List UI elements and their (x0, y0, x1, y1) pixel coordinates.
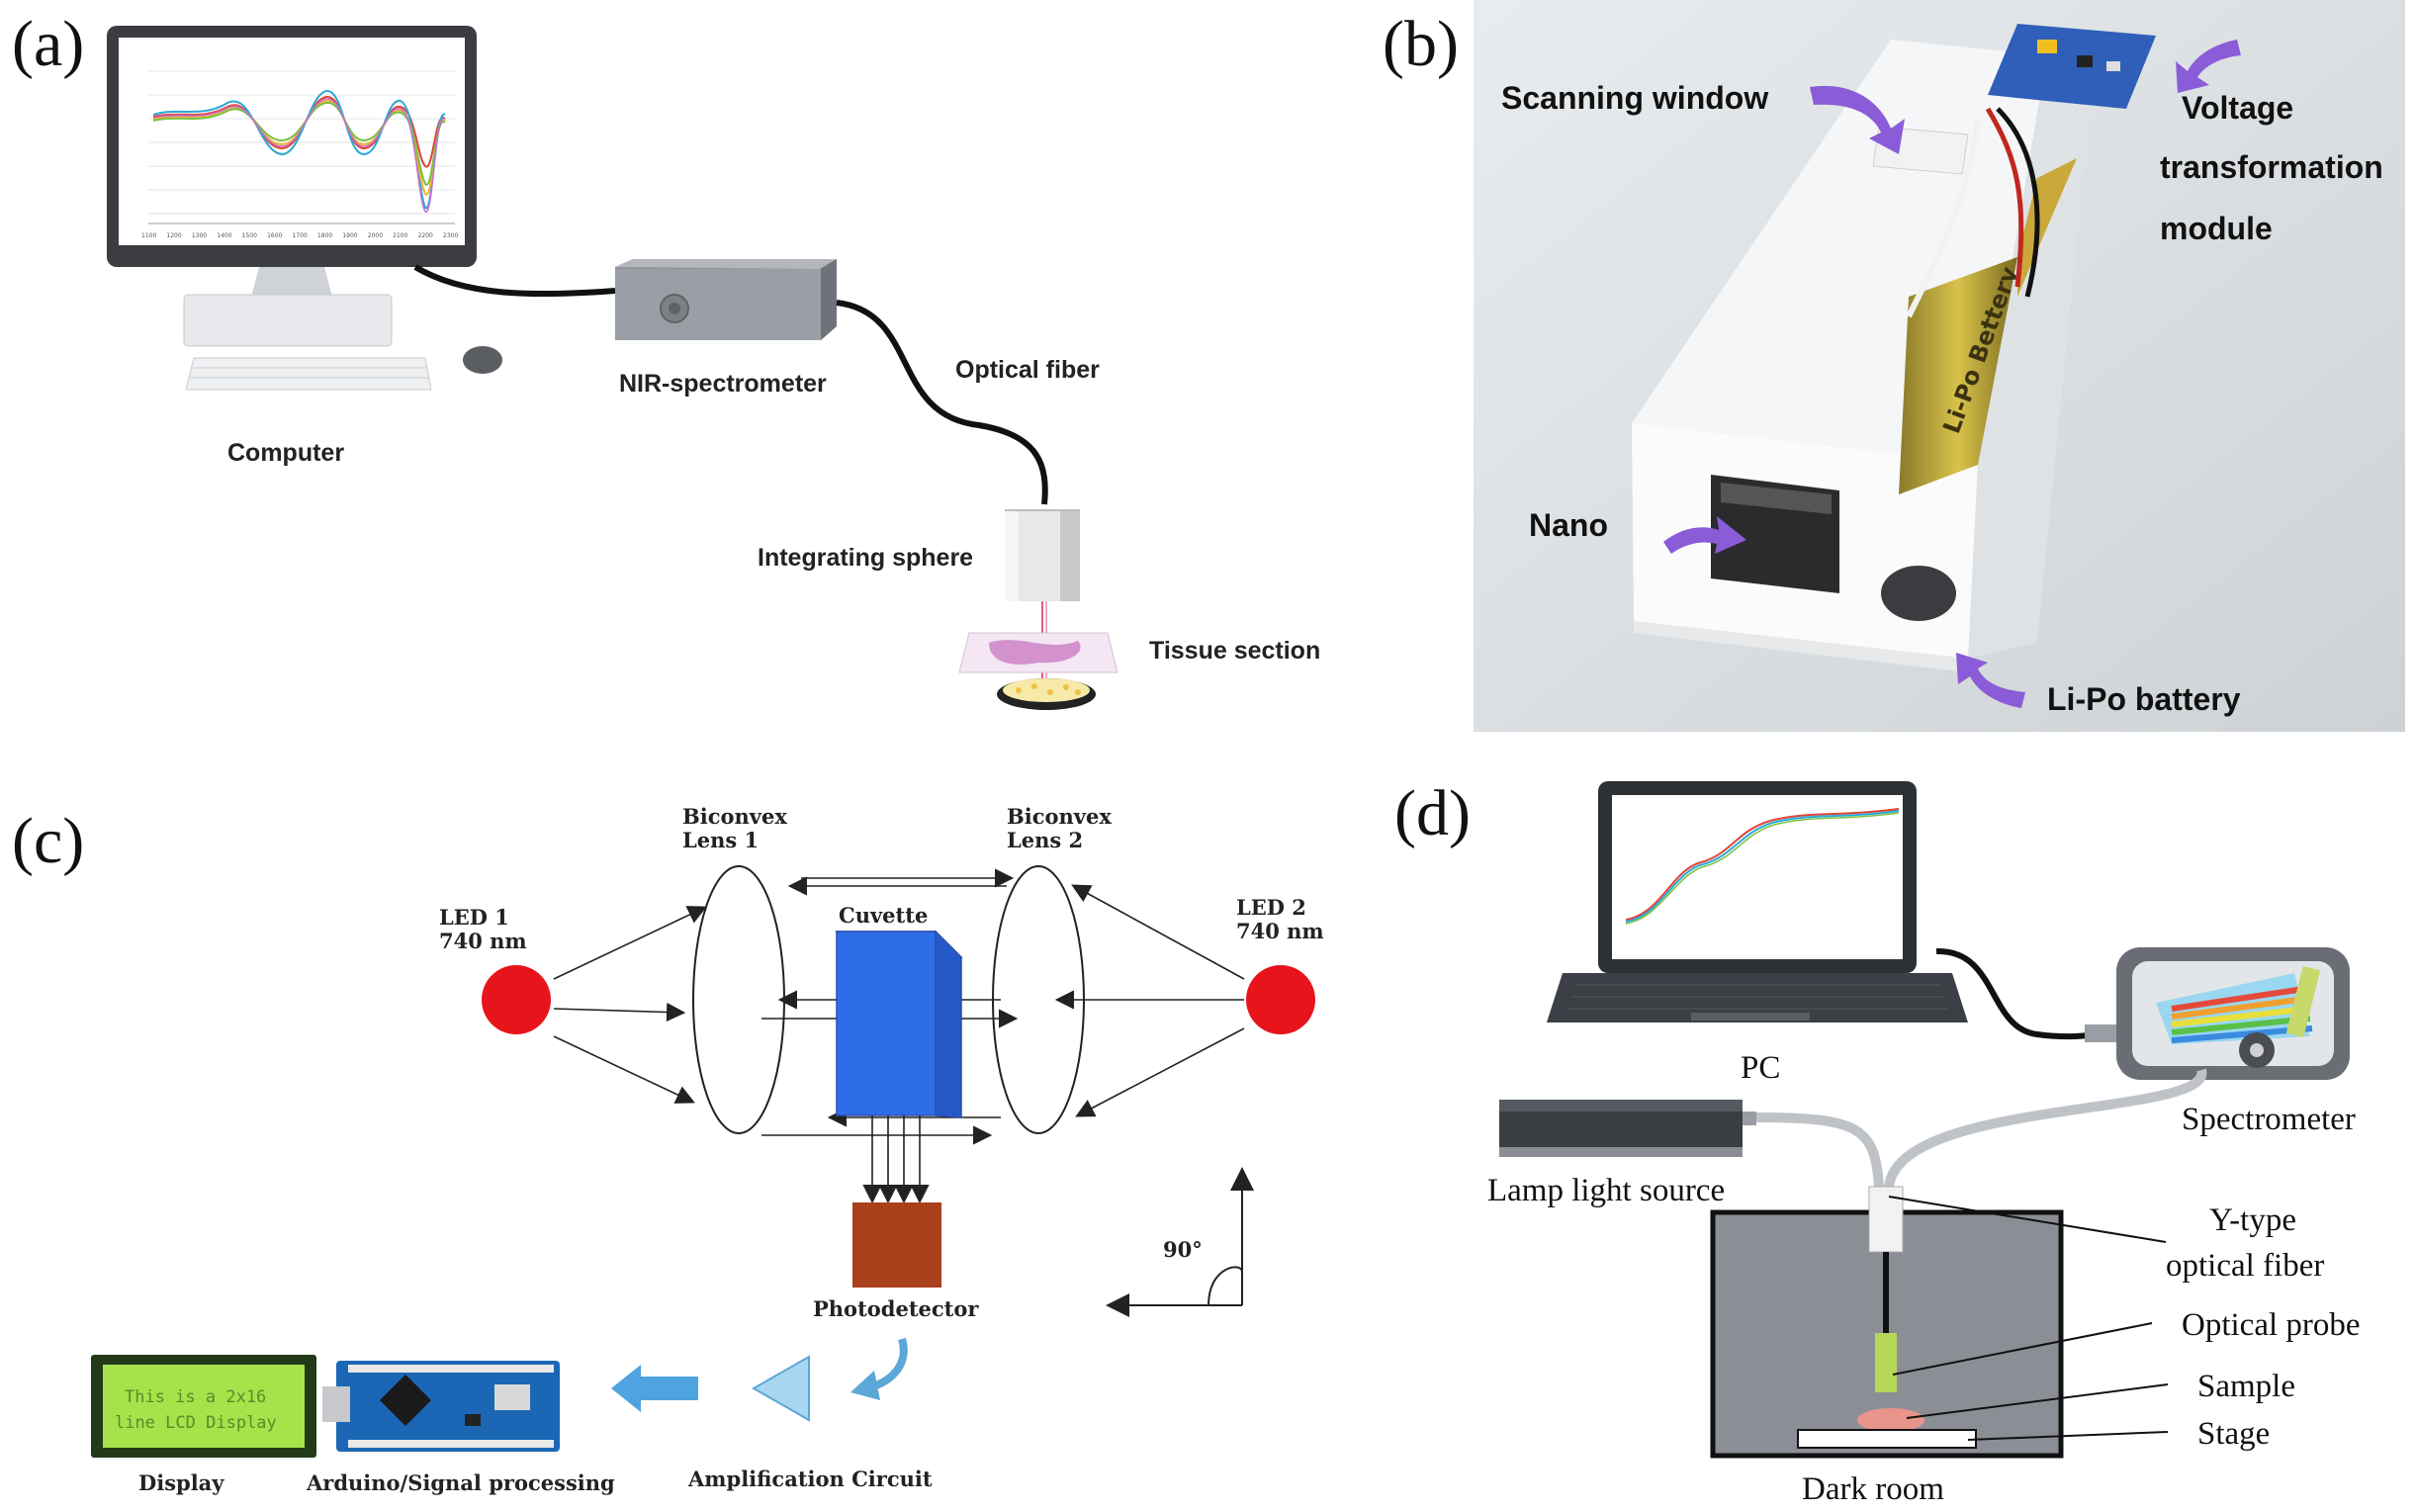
screen-tick-label: 1500 (242, 232, 257, 239)
light-source-base (997, 678, 1096, 710)
panel-c-diagram: This is a 2x16 line LCD Display (91, 865, 1315, 1458)
panel-letter-a: (a) (12, 8, 85, 80)
screen-tick-label: 1900 (342, 232, 357, 239)
label-led-2-line2: 740 nm (1236, 919, 1324, 943)
label-voltage-line2: transformation (2160, 149, 2383, 185)
photodetector (852, 1202, 941, 1288)
label-photodetector: Photodetector (813, 1296, 979, 1321)
lcd-display: This is a 2x16 line LCD Display (91, 1355, 316, 1458)
spectrometer-device (2085, 947, 2350, 1080)
nir-spectrometer-device (615, 259, 837, 340)
panel-b-photo: Li-Po Bettery (1474, 0, 2405, 732)
label-stage: Stage (2197, 1416, 2271, 1452)
panel-letter-c: (c) (12, 805, 85, 877)
angle-indicator (1106, 1167, 1254, 1317)
panel-a-illustration: 1100 1200 1300 1400 1500 1600 1700 1800 1900 2000… (107, 26, 1118, 710)
panel-letter-d: (d) (1394, 777, 1471, 849)
label-scanning-window: Scanning window (1501, 80, 1769, 116)
fiber-connector (1868, 1186, 1904, 1253)
label-display: Display (138, 1470, 224, 1495)
label-li-po-battery: Li-Po battery (2047, 681, 2241, 717)
label-dark-room: Dark room (1802, 1471, 1944, 1507)
laptop-pc (1547, 781, 1968, 1023)
label-fiber-line2: optical fiber (2166, 1248, 2325, 1284)
label-tissue-section: Tissue section (1149, 637, 1321, 665)
label-nir-spectrometer: NIR-spectrometer (619, 370, 827, 398)
stage (1797, 1429, 1977, 1449)
screen-tick-label: 2000 (368, 232, 383, 239)
arduino-board (322, 1361, 560, 1452)
lcd-line-2: line LCD Display (115, 1413, 277, 1433)
annotation-arrows (1663, 40, 2241, 708)
label-voltage-line3: module (2160, 211, 2273, 246)
computer-monitor (107, 26, 477, 347)
optical-probe (1875, 1333, 1897, 1392)
label-led-2-line1: LED 2 (1236, 895, 1306, 920)
label-nano: Nano (1529, 507, 1608, 543)
label-computer: Computer (227, 439, 345, 467)
label-led-1-line2: 740 nm (439, 929, 527, 953)
label-voltage-line1: Voltage (2182, 90, 2294, 126)
screen-tick-label: 1700 (293, 232, 308, 239)
lamp-light-source (1499, 1100, 1756, 1157)
label-fiber-line1: Y-type (2209, 1202, 2296, 1238)
label-lens-2-line1: Biconvex (1007, 804, 1112, 829)
optical-fiber-cable (836, 300, 1048, 505)
screen-tick-label: 1100 (141, 232, 156, 239)
label-angle: 90° (1163, 1237, 1203, 1262)
label-lens-1-line1: Biconvex (682, 804, 787, 829)
screen-tick-label: 2300 (443, 232, 458, 239)
label-integrating-sphere: Integrating sphere (758, 544, 974, 572)
label-pc: PC (1741, 1050, 1781, 1086)
label-lens-2-line2: Lens 2 (1007, 828, 1084, 852)
lcd-line-1: This is a 2x16 (125, 1387, 266, 1407)
screen-tick-label: 1800 (317, 232, 332, 239)
label-optical-fiber: Optical fiber (955, 356, 1100, 384)
signal-arrow (611, 1365, 698, 1412)
screen-tick-label: 2200 (418, 232, 433, 239)
cuvette (835, 930, 963, 1118)
label-optical-probe: Optical probe (2182, 1307, 2361, 1343)
screen-tick-label: 1400 (217, 232, 231, 239)
panel-letter-b: (b) (1383, 8, 1459, 80)
label-led-1-line1: LED 1 (439, 905, 509, 930)
label-spectrometer: Spectrometer (2182, 1102, 2356, 1137)
screen-tick-label: 2100 (393, 232, 407, 239)
screen-tick-label: 1200 (166, 232, 181, 239)
led-2 (1246, 965, 1315, 1034)
label-lamp-light-source: Lamp light source (1487, 1173, 1726, 1208)
label-amplification: Amplification Circuit (688, 1467, 933, 1491)
tissue-section-slide (958, 632, 1118, 673)
led-1 (482, 965, 551, 1034)
amplifier-icon (751, 1355, 810, 1422)
screen-tick-label: 1300 (192, 232, 207, 239)
label-lens-1-line2: Lens 1 (682, 828, 760, 852)
integrating-sphere (1005, 509, 1080, 601)
label-sample: Sample (2197, 1369, 2295, 1404)
label-arduino: Arduino/Signal processing (307, 1470, 615, 1495)
voltage-transformation-module (1988, 24, 2156, 109)
mouse (463, 346, 502, 374)
screen-tick-label: 1600 (267, 232, 282, 239)
keyboard (185, 357, 432, 391)
usb-cable (413, 264, 616, 298)
sample (1857, 1408, 1924, 1432)
label-cuvette: Cuvette (839, 903, 929, 928)
